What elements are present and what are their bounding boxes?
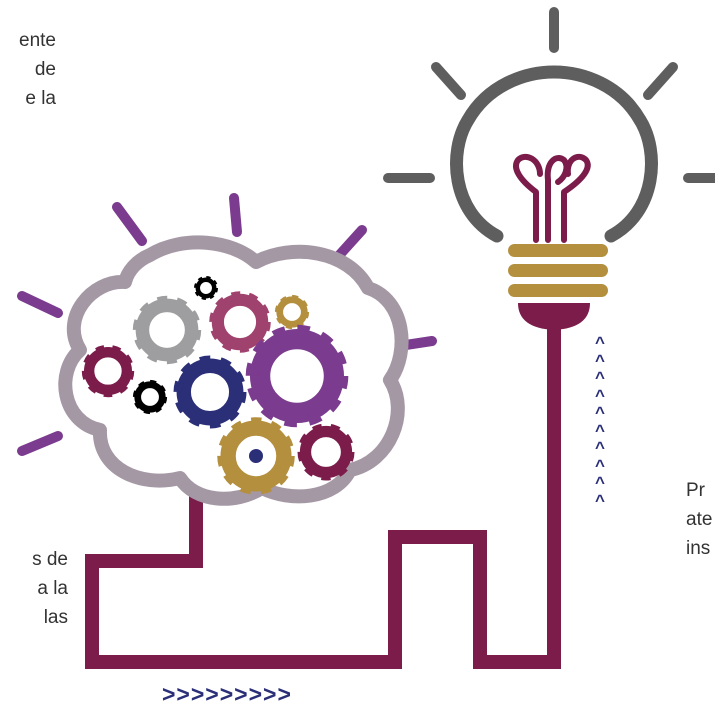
bulb-rays-icon <box>383 7 715 183</box>
filament-icon <box>513 153 591 243</box>
gear-icon <box>194 276 218 300</box>
arrow-up: ^ <box>595 490 605 510</box>
text-line: ins <box>686 538 711 559</box>
arrow-up: ^ <box>595 368 605 387</box>
vertical-arrows: ^ ^ ^ ^ ^ ^ ^ ^ ^ ^ <box>590 334 610 509</box>
text-line: las <box>43 607 68 628</box>
arrow-up: ^ <box>595 333 605 352</box>
text-block-bottom: s de a la las <box>0 545 68 632</box>
text-line: ate <box>686 509 713 530</box>
light-bulb-icon <box>450 65 658 330</box>
text-block-right: Pr ate ins <box>686 476 715 563</box>
gears-group <box>81 276 355 495</box>
gear-icon <box>132 295 202 365</box>
arrow-up: ^ <box>595 385 605 405</box>
gear-icon <box>274 294 310 330</box>
arrow-up: ^ <box>595 438 605 457</box>
gear-icon <box>173 355 247 429</box>
horizontal-arrows: >>>>>>>>> <box>162 681 292 707</box>
gear-icon <box>132 379 168 415</box>
connector-wire <box>85 327 561 669</box>
gear-icon <box>297 423 355 481</box>
text-line: a la <box>37 578 68 599</box>
gear-icon <box>209 291 271 353</box>
arrow-up: ^ <box>595 350 605 370</box>
gear-icon <box>245 324 349 428</box>
text-line: s de <box>32 549 68 570</box>
gear-icon <box>81 344 135 398</box>
arrow-up: ^ <box>595 403 605 422</box>
text-block-top: ente de e la <box>0 26 56 113</box>
arrow-up: ^ <box>595 455 605 475</box>
arrow-up: ^ <box>595 420 605 440</box>
text-line: ente <box>19 30 56 51</box>
arrow-up: ^ <box>595 473 605 492</box>
text-line: Pr <box>686 480 705 501</box>
gear-icon <box>217 417 295 495</box>
text-line: de <box>34 59 56 80</box>
text-line: e la <box>25 88 56 109</box>
